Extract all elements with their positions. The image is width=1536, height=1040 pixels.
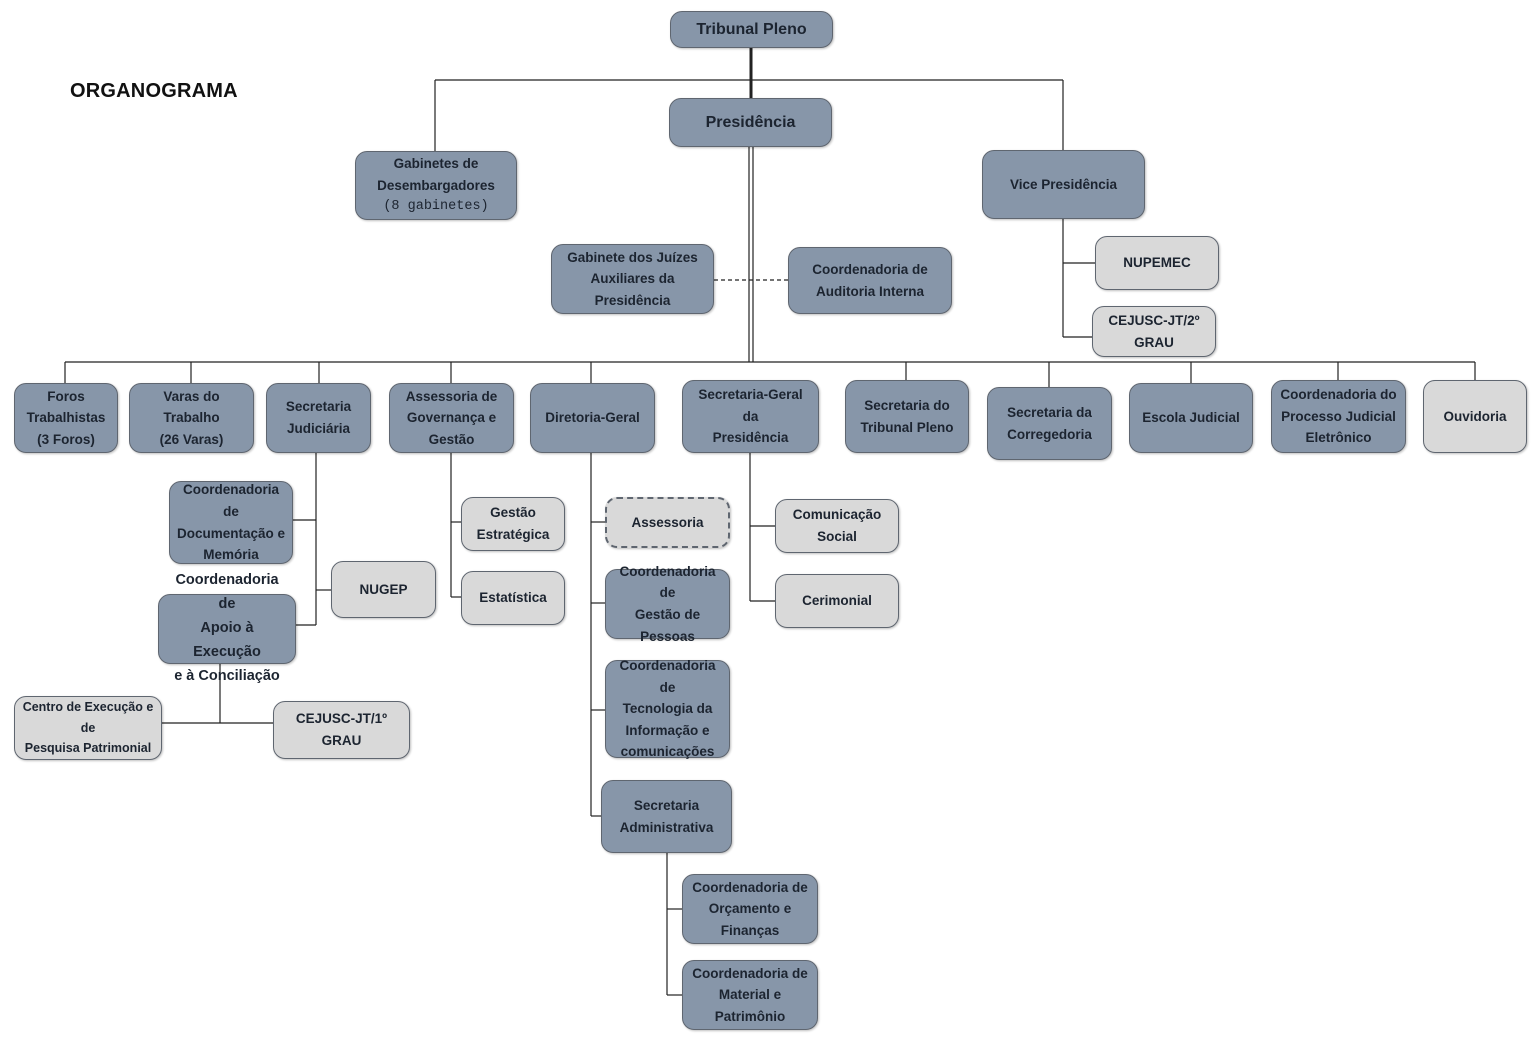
node-nupemec[interactable]: NUPEMEC <box>1095 236 1219 290</box>
node-coord-pje[interactable]: Coordenadoria do Processo Judicial Eletr… <box>1271 380 1406 453</box>
node-gabinetes-desembargadores-label: Gabinetes de Desembargadores <box>377 156 495 193</box>
node-nugep[interactable]: NUGEP <box>331 561 436 618</box>
node-diretoria-geral[interactable]: Diretoria-Geral <box>530 383 655 453</box>
node-presidencia[interactable]: Presidência <box>669 98 832 147</box>
node-assessoria-governanca[interactable]: Assessoria de Governança e Gestão <box>389 383 514 453</box>
node-vice-presidencia[interactable]: Vice Presidência <box>982 150 1145 219</box>
node-coord-ti[interactable]: Coordenadoria de Tecnologia da Informaçã… <box>605 658 730 759</box>
node-assessoria[interactable]: Assessoria <box>605 497 730 548</box>
node-varas-do-trabalho[interactable]: Varas do Trabalho (26 Varas) <box>129 383 254 453</box>
node-centro-execucao[interactable]: Centro de Execução e de Pesquisa Patrimo… <box>14 696 162 760</box>
node-secretaria-judiciaria[interactable]: Secretaria Judiciária <box>266 383 371 453</box>
node-comunicacao-social[interactable]: Comunicação Social <box>775 499 899 553</box>
node-coord-material-patrimonio[interactable]: Coordenadoria de Material e Patrimônio <box>682 960 818 1030</box>
node-auditoria-interna[interactable]: Coordenadoria de Auditoria Interna <box>788 247 952 314</box>
node-cerimonial[interactable]: Cerimonial <box>775 574 899 628</box>
node-gabinetes-desembargadores-count: (8 gabinetes) <box>383 199 489 215</box>
node-gabinetes-desembargadores[interactable]: Gabinetes de Desembargadores (8 gabinete… <box>355 151 517 220</box>
node-secretaria-geral-presidencia[interactable]: Secretaria-Geral da Presidência <box>682 380 819 453</box>
node-cejusc-2-grau[interactable]: CEJUSC-JT/2º GRAU <box>1092 306 1216 357</box>
node-cejusc-1-grau[interactable]: CEJUSC-JT/1º GRAU <box>273 701 410 759</box>
node-coord-apoio-execucao[interactable]: Coordenadoria de Apoio à Execução e à Co… <box>158 572 296 684</box>
node-foros-trabalhistas[interactable]: Foros Trabalhistas (3 Foros) <box>14 383 118 453</box>
node-estatistica[interactable]: Estatística <box>461 571 565 625</box>
node-coord-gestao-pessoas[interactable]: Coordenadoria de Gestão de Pessoas <box>605 564 730 644</box>
node-secretaria-tribunal-pleno[interactable]: Secretaria do Tribunal Pleno <box>845 380 969 453</box>
node-gestao-estrategica[interactable]: Gestão Estratégica <box>461 497 565 551</box>
node-coord-documentacao-memoria[interactable]: Coordenadoria de Documentação e Memória <box>169 481 293 564</box>
node-gabinete-juizes-auxiliares[interactable]: Gabinete dos Juízes Auxiliares da Presid… <box>551 244 714 314</box>
node-secretaria-corregedoria[interactable]: Secretaria da Corregedoria <box>987 387 1112 460</box>
node-ouvidoria[interactable]: Ouvidoria <box>1423 380 1527 453</box>
node-escola-judicial[interactable]: Escola Judicial <box>1129 383 1253 453</box>
node-secretaria-administrativa[interactable]: Secretaria Administrativa <box>601 780 732 853</box>
page-title: ORGANOGRAMA <box>70 80 238 102</box>
node-coord-orcamento-financas[interactable]: Coordenadoria de Orçamento e Finanças <box>682 874 818 944</box>
node-tribunal-pleno[interactable]: Tribunal Pleno <box>670 11 833 48</box>
